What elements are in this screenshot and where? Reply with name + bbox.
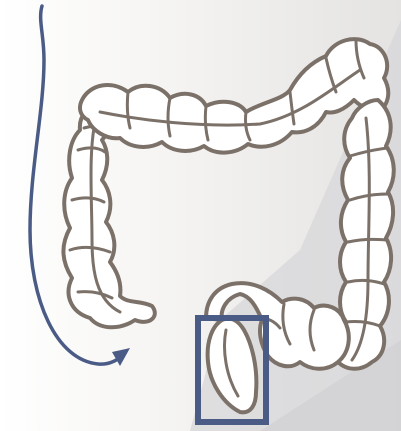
colon-diagram (0, 0, 401, 431)
illustration-canvas (0, 0, 401, 431)
